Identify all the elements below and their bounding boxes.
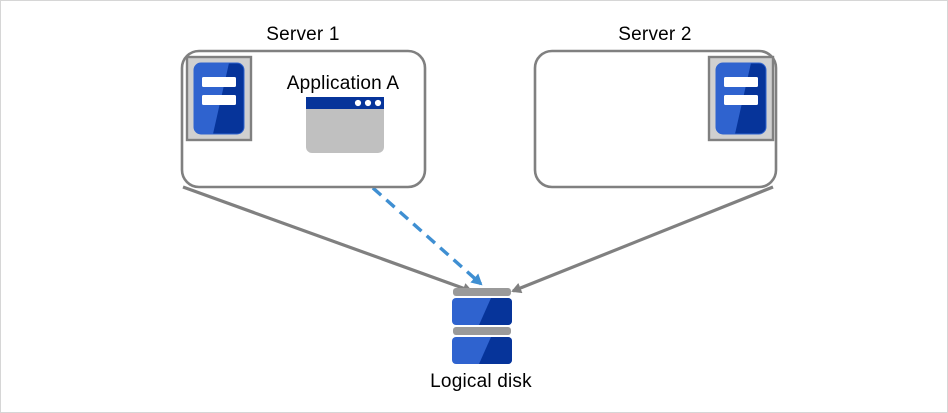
server2-label: Server 2 — [618, 24, 692, 45]
logical-disk-icon[interactable] — [452, 288, 512, 364]
connector-application-a-to-disk — [344, 162, 483, 286]
application-a-label: Application A — [286, 73, 400, 94]
logical-disk-label: Logical disk — [430, 371, 532, 392]
server1-icon — [185, 55, 253, 142]
server1-label: Server 1 — [266, 24, 340, 45]
connector-server2-to-disk — [511, 185, 774, 294]
window-dot — [364, 99, 372, 107]
connector-server1-to-disk — [182, 185, 473, 294]
window-dot — [354, 99, 362, 107]
application-a-window-icon[interactable] — [306, 97, 384, 153]
window-dot — [374, 99, 382, 107]
server2-icon — [707, 55, 775, 142]
